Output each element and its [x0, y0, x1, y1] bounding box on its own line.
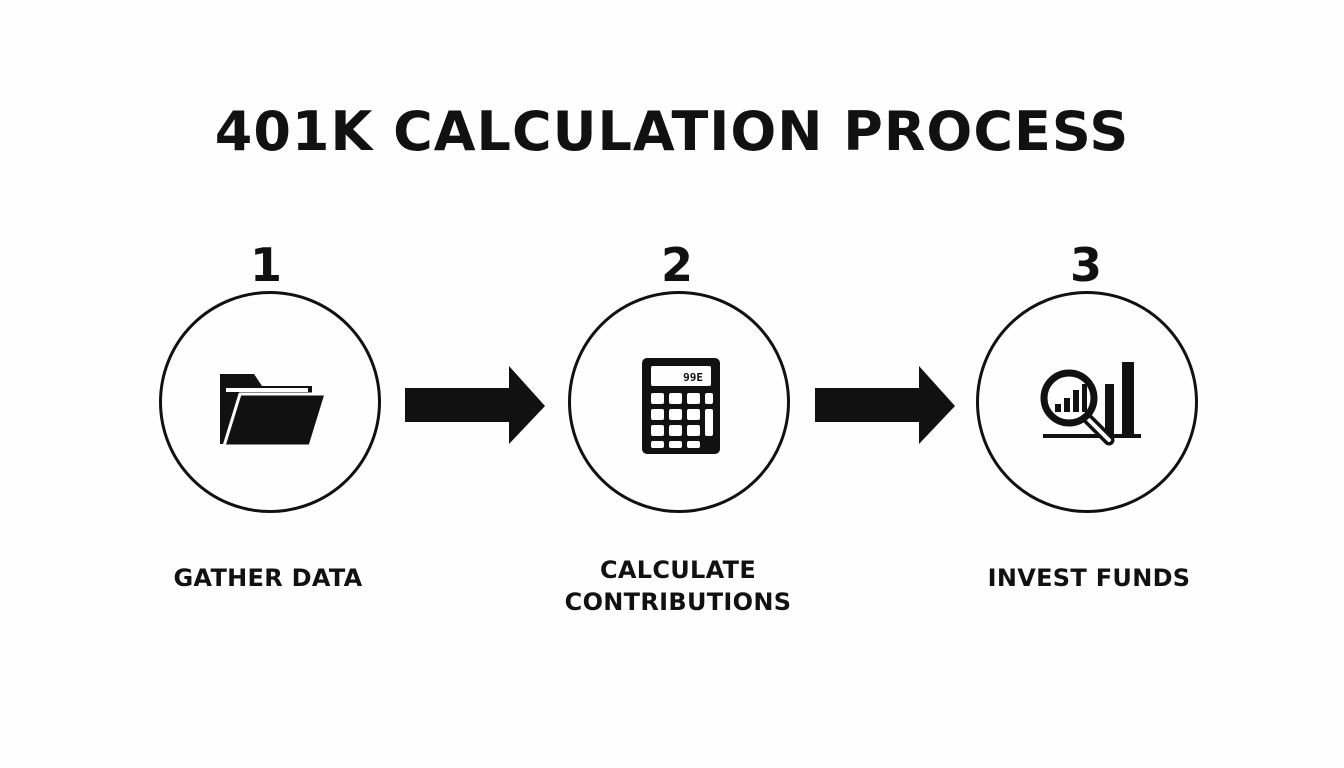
diagram-title: 401K CALCULATION PROCESS	[214, 100, 1130, 163]
step-1-number: 1	[249, 238, 282, 292]
step-3-circle	[976, 291, 1198, 513]
step-3-number: 3	[1069, 238, 1102, 292]
step-1-label-line1: GATHER DATA	[173, 564, 363, 592]
step-1-label: GATHER DATA	[128, 562, 408, 594]
step-2-number: 2	[660, 238, 693, 292]
arrow-right-icon	[815, 366, 955, 444]
step-2-label: CALCULATE CONTRIBUTIONS	[538, 554, 818, 618]
chart-magnifier-icon	[1040, 362, 1141, 446]
step-3-label-line1: INVEST FUNDS	[987, 564, 1191, 592]
calculator-display: 99E	[683, 371, 703, 384]
step-2-label-line1: CALCULATE	[599, 556, 757, 584]
arrow-right-icon	[405, 366, 545, 444]
folder-icon	[220, 374, 328, 448]
calculator-icon: 99E	[642, 358, 720, 454]
step-1-circle	[159, 291, 381, 513]
step-2-circle: 99E	[568, 291, 790, 513]
step-2-label-line2: CONTRIBUTIONS	[564, 588, 792, 616]
step-3-label: INVEST FUNDS	[949, 562, 1229, 594]
